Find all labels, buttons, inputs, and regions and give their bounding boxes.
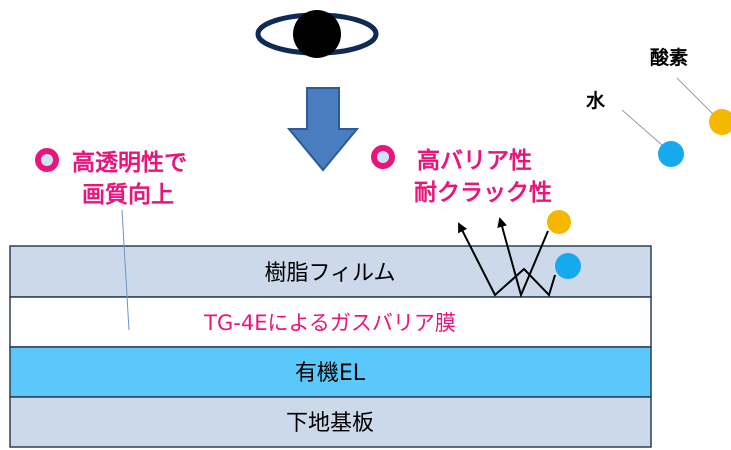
barrier-feature: 高バリア性 耐クラック性 bbox=[371, 145, 552, 206]
ring-bullet-icon bbox=[371, 145, 395, 169]
transparency-feature: 高透明性で 画質向上 bbox=[35, 148, 187, 208]
barrier-line1: 高バリア性 bbox=[417, 147, 532, 174]
resin-film-label: 樹脂フィルム bbox=[264, 261, 395, 286]
water-label: 水 bbox=[586, 90, 606, 112]
oxygen-dot-incident bbox=[547, 210, 571, 234]
water-reflection-arrow bbox=[458, 222, 556, 297]
barrier-line2: 耐クラック性 bbox=[414, 180, 552, 206]
gas-barrier-label: TG-4Eによるガスバリア膜 bbox=[203, 311, 456, 335]
oxygen-reflection-arrow bbox=[497, 217, 549, 299]
oxygen-molecule: 酸素 bbox=[650, 46, 731, 135]
resin-film-layer bbox=[9, 245, 652, 298]
gas-barrier-layer bbox=[9, 296, 652, 348]
oxygen-label: 酸素 bbox=[650, 46, 688, 69]
ring-bullet-icon bbox=[35, 148, 59, 172]
transparency-line2: 画質向上 bbox=[82, 181, 174, 208]
water-dot bbox=[658, 141, 684, 167]
down-arrow-icon bbox=[286, 87, 360, 172]
substrate-label: 下地基板 bbox=[286, 411, 374, 436]
reflection-arrows bbox=[458, 210, 581, 299]
transparency-pointer-line bbox=[121, 209, 130, 331]
layer-stack: 樹脂フィルム TG-4Eによるガスバリア膜 有機EL 下地基板 bbox=[9, 245, 652, 448]
water-molecule: 水 bbox=[586, 90, 684, 167]
substrate-layer bbox=[9, 396, 652, 448]
transparency-line1: 高透明性で bbox=[72, 149, 187, 176]
oxygen-dot bbox=[709, 109, 731, 135]
eye-icon bbox=[255, 10, 379, 58]
organic-el-layer bbox=[9, 346, 652, 398]
water-dot-incident bbox=[555, 253, 581, 279]
organic-el-label: 有機EL bbox=[295, 361, 366, 386]
